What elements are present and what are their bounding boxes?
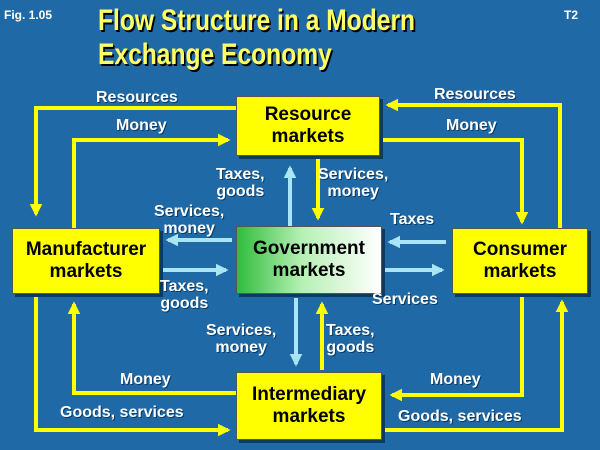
diagram-title: Flow Structure in a Modern Exchange Econ…	[98, 4, 416, 71]
label-line: money	[163, 220, 215, 237]
label-line: money	[327, 183, 379, 200]
box-label-line: markets	[272, 260, 346, 281]
flow-money-right-bottom	[389, 294, 524, 402]
label-line: Taxes,	[216, 166, 265, 183]
label-money-right-top: Money	[446, 117, 497, 134]
flow-resources-right	[385, 98, 562, 228]
label-money-left-top: Money	[116, 117, 167, 134]
box-label-line: Intermediary	[251, 384, 367, 405]
label-line: goods	[216, 183, 265, 200]
label-money-left-bottom: Money	[120, 371, 171, 388]
flow-goods-right	[384, 299, 569, 432]
label-taxes-goods-top: Taxes, goods	[216, 166, 265, 200]
label-goods-services-left: Goods, services	[60, 404, 184, 421]
label-line: money	[215, 339, 267, 356]
label-line: goods	[160, 295, 209, 312]
flow-resources-left	[29, 106, 236, 217]
label-taxes-goods-left: Taxes, goods	[160, 278, 209, 312]
box-label-line: Resource	[264, 104, 352, 125]
box-label-line: markets	[483, 261, 557, 282]
flow-money-left-bottom	[67, 301, 236, 395]
label-line: Services,	[318, 166, 389, 183]
label-line: Taxes,	[326, 322, 375, 339]
figure-number: Fig. 1.05	[4, 8, 53, 22]
label-line: goods	[326, 339, 375, 356]
flow-money-left-top	[72, 133, 231, 228]
label-resources-right: Resources	[434, 86, 516, 103]
label-goods-services-right: Goods, services	[398, 408, 522, 425]
label-services-money-top: Services, money	[318, 166, 388, 200]
box-label-line: Manufacturer	[25, 239, 147, 260]
label-services-money-left: Services, money	[154, 203, 224, 237]
box-label-line: Government	[253, 238, 365, 259]
slide-code: T2	[563, 8, 578, 22]
label-line: Services,	[154, 203, 225, 220]
label-line: Taxes,	[160, 278, 209, 295]
box-label-line: Consumer	[473, 239, 567, 260]
label-taxes-right: Taxes	[390, 211, 435, 228]
flow-goods-left	[34, 294, 231, 437]
label-resources-left: Resources	[96, 89, 178, 106]
flow-money-right-top	[380, 138, 529, 225]
label-line: Services,	[206, 322, 277, 339]
label-money-right-bottom: Money	[430, 371, 481, 388]
box-label-line: markets	[272, 406, 346, 427]
box-label-line: markets	[271, 126, 345, 147]
label-taxes-goods-bottom: Taxes, goods	[326, 322, 375, 356]
box-label-line: markets	[49, 261, 123, 282]
label-services-money-bottom: Services, money	[206, 322, 276, 356]
label-services-right: Services	[372, 291, 438, 308]
